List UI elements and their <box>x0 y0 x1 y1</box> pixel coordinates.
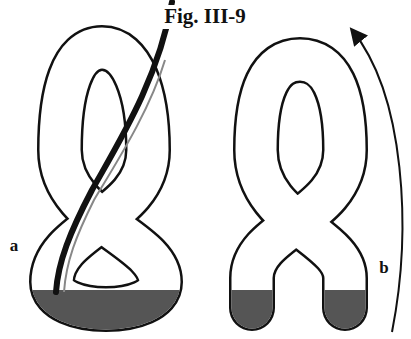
black-strand <box>56 2 172 292</box>
tube-a <box>52 2 172 309</box>
figure-label: a <box>8 237 21 256</box>
figure-label: b <box>377 259 390 278</box>
strand-shadow <box>64 60 165 292</box>
tube-b <box>252 60 345 308</box>
figure-title: Fig. III-9 <box>162 5 248 28</box>
rotation-arrow <box>352 30 402 332</box>
